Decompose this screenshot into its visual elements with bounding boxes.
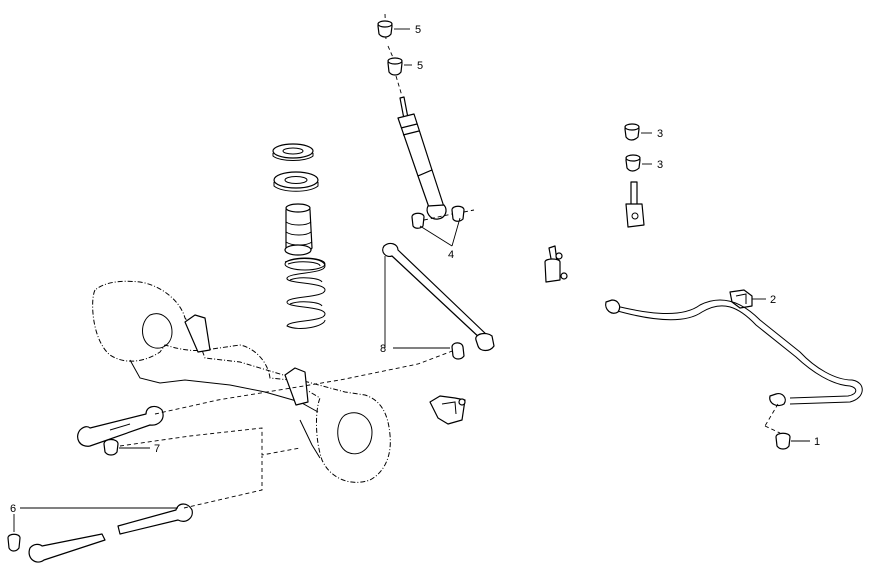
callout-6: 6 [10,503,178,532]
stabilizer-link-middle [544,245,568,283]
callout-7: 7 [119,443,160,455]
lower-shock-bushings-4 [411,205,475,229]
callout-3a-label: 3 [657,128,663,140]
upper-shock-bushing-5a [377,20,393,38]
lateral-rod-bushing-8 [451,342,465,360]
lower-control-arm [28,503,193,563]
upper-spring-seat [272,143,314,161]
control-arm-bushing-6 [7,533,21,552]
upper-shock-bushing-5b [387,57,403,76]
coil-spring [284,257,326,329]
installation-guide-lines [119,349,456,509]
callout-2-label: 2 [770,294,776,306]
callout-7-label: 7 [154,443,160,455]
callout-8: 8 [380,256,450,355]
shock-absorber [384,13,447,220]
stabilizer-link-right [625,181,645,228]
lateral-control-rod [382,242,495,352]
callout-3b-label: 3 [657,159,663,171]
rear-axle-housing [92,280,391,483]
callout-5b: 5 [404,60,423,72]
callout-5a: 5 [394,24,421,36]
callout-8-label: 8 [380,343,386,355]
control-arm-bushing-7 [103,438,119,456]
callout-1: 1 [791,436,820,448]
callout-2: 2 [752,294,776,306]
callout-5b-label: 5 [417,60,423,72]
callout-5a-label: 5 [415,24,421,36]
axle-bracket [429,395,466,425]
callout-4: 4 [419,217,461,261]
upper-control-arm [77,405,164,447]
callout-1-label: 1 [814,436,820,448]
callout-4-label: 4 [448,249,454,261]
lower-spring-seat [273,171,319,192]
bump-stopper [284,203,313,256]
callout-3b: 3 [642,159,663,171]
stabilizer-bushing-3b [625,154,641,172]
stabilizer-bushing-1 [764,403,791,450]
stabilizer-bushing-3a [624,123,640,141]
callout-6-label: 6 [10,503,16,515]
stabilizer-bar [605,299,863,407]
callout-3a: 3 [641,128,663,140]
